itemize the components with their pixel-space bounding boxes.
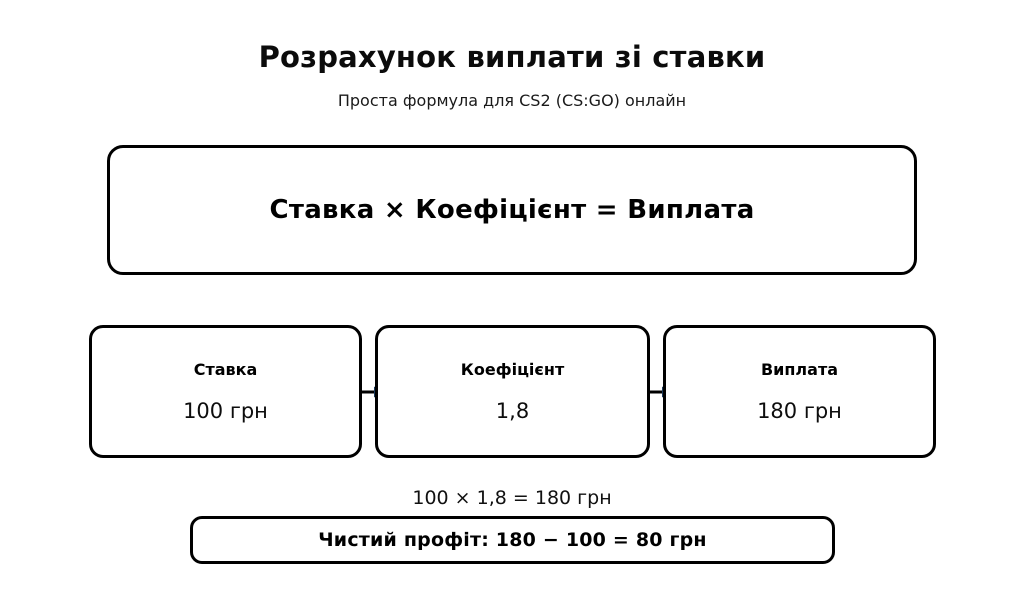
profit-text: Чистий профіт: 180 − 100 = 80 грн — [318, 529, 707, 551]
step-value-stake: 100 грн — [183, 399, 268, 423]
page-title: Розрахунок виплати зі ставки — [258, 40, 766, 74]
formula-banner: Ставка × Коефіцієнт = Виплата — [107, 145, 917, 275]
steps-row: Ставка 100 грн Коефіцієнт 1,8 Виплата 18… — [89, 325, 936, 458]
step-box-payout: Виплата 180 грн — [663, 325, 936, 458]
step-label-payout: Виплата — [760, 360, 839, 379]
profit-banner: Чистий профіт: 180 − 100 = 80 грн — [190, 516, 835, 564]
step-label-stake: Ставка — [193, 360, 258, 379]
step-box-stake: Ставка 100 грн — [89, 325, 362, 458]
step-value-payout: 180 грн — [757, 399, 842, 423]
step-value-odds: 1,8 — [495, 399, 530, 423]
formula-text: Ставка × Коефіцієнт = Виплата — [269, 195, 755, 225]
step-box-odds: Коефіцієнт 1,8 — [375, 325, 650, 458]
calculation-line: 100 × 1,8 = 180 грн — [412, 487, 612, 509]
step-label-odds: Коефіцієнт — [460, 360, 565, 379]
page-subtitle: Проста формула для CS2 (CS:GO) онлайн — [337, 91, 687, 110]
